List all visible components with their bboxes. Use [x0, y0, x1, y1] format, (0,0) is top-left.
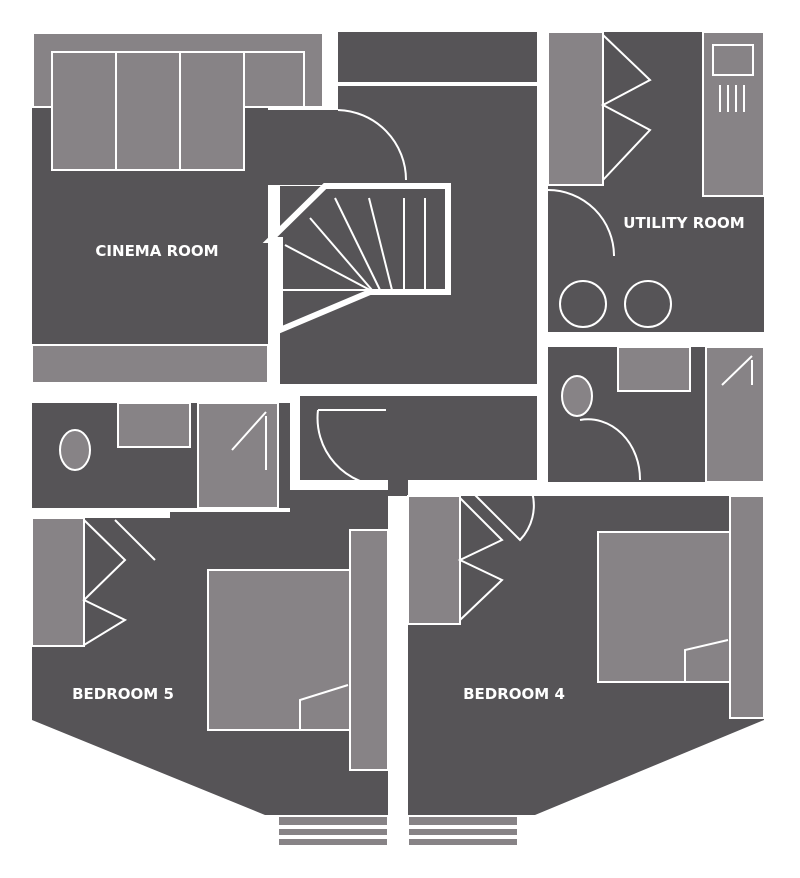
bedroom5-door-swing[interactable] [316, 409, 387, 488]
dryer-icon [624, 280, 672, 328]
bathroom-door-swing[interactable] [579, 418, 642, 481]
ensuite-bathroom-4 [548, 346, 765, 483]
wardrobe [31, 517, 85, 647]
bed [597, 531, 731, 683]
shower [705, 346, 765, 483]
room-label-bedroom5: BEDROOM 5 [72, 685, 174, 703]
cinema-seat [179, 51, 245, 171]
wardrobe [407, 495, 461, 625]
basin [617, 346, 691, 392]
bedside-units [349, 529, 389, 771]
toilet-icon [59, 429, 91, 471]
bedroom4-door-swing[interactable] [469, 489, 535, 542]
bedroom-5: BEDROOM 5 [31, 490, 389, 815]
cinema-seat [243, 51, 305, 108]
sink-icon [712, 44, 754, 76]
bedside-units [729, 495, 765, 719]
basin [117, 402, 191, 448]
utility-room: UTILITY ROOM [547, 31, 765, 332]
toilet-icon [561, 375, 593, 417]
ensuite-bathroom-5 [32, 402, 290, 509]
cinema-door-swing[interactable] [337, 109, 407, 181]
cinema-cabinet [31, 344, 269, 384]
room-label-cinema: CINEMA ROOM [95, 242, 218, 260]
balcony-steps [277, 815, 519, 847]
room-label-utility: UTILITY ROOM [623, 214, 744, 232]
bedroom-4: BEDROOM 4 [407, 489, 765, 815]
cinema-room: CINEMA ROOM [31, 32, 324, 384]
room-label-bedroom4: BEDROOM 4 [463, 685, 565, 703]
staircase [262, 183, 451, 335]
bed [207, 569, 351, 731]
shower [197, 402, 279, 509]
utility-cupboard [547, 31, 604, 186]
utility-door-swing[interactable] [547, 189, 615, 257]
drainer-icon [719, 85, 745, 112]
bathroom-door[interactable] [114, 519, 156, 561]
cinema-seat [51, 51, 117, 171]
cinema-seat [115, 51, 181, 171]
washing-machine-icon [559, 280, 607, 328]
